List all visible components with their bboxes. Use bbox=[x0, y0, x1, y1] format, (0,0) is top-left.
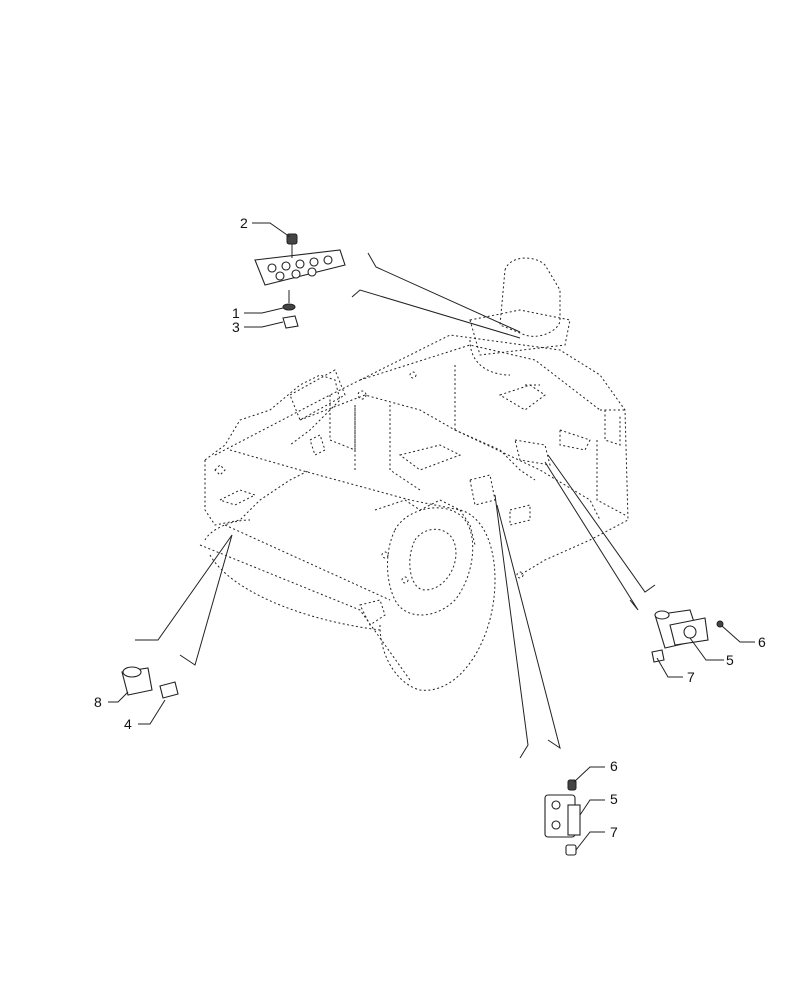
callout-1-top: 1 bbox=[232, 305, 240, 321]
callout-3-top: 3 bbox=[232, 319, 240, 335]
left-sensor-assembly bbox=[121, 666, 179, 699]
leader-lines bbox=[108, 222, 755, 851]
callout-labels: 2 1 3 8 4 6 5 7 6 5 7 bbox=[94, 215, 766, 840]
callout-4-left: 4 bbox=[124, 716, 132, 732]
callout-8-left: 8 bbox=[94, 694, 102, 710]
callout-7-right: 7 bbox=[687, 669, 695, 685]
callout-5-bottom: 5 bbox=[610, 791, 618, 807]
callout-5-right: 5 bbox=[726, 652, 734, 668]
control-panel-assembly bbox=[254, 233, 346, 329]
callout-2-top: 2 bbox=[240, 215, 248, 231]
bottom-valve-assembly bbox=[544, 779, 581, 856]
callout-6-bottom: 6 bbox=[610, 758, 618, 774]
right-valve-assembly bbox=[651, 609, 724, 663]
callout-7-bottom: 7 bbox=[610, 824, 618, 840]
callout-6-right: 6 bbox=[758, 634, 766, 650]
machine-outline bbox=[199, 257, 629, 691]
